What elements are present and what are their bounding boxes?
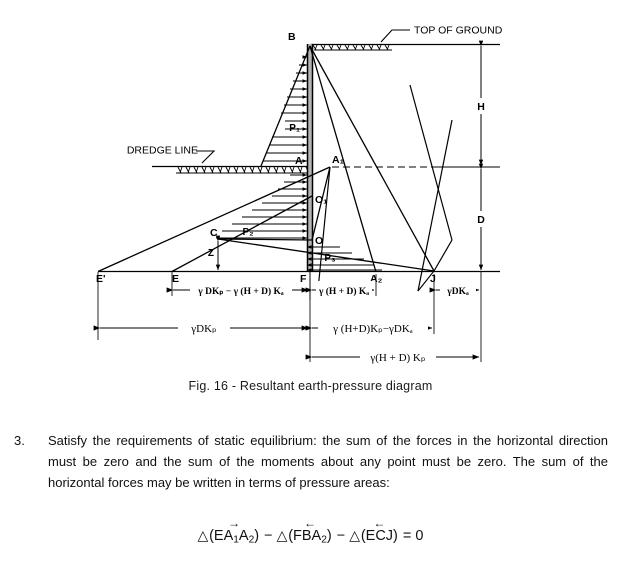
p1-envelope-edge <box>260 45 311 167</box>
dimension-row1-left-label: γ DKₚ − γ (H + D) Kₐ <box>197 286 284 297</box>
p2-pressure-arrows <box>216 173 308 240</box>
line-right-diagonal-b <box>417 119 453 292</box>
point-label-J: J <box>430 273 436 285</box>
line-Eprime-A1 <box>97 166 331 273</box>
numbered-paragraph-block: 3. Satisfy the requirements of static eq… <box>14 430 608 493</box>
dimension-H-label-bg <box>473 98 490 114</box>
line-C-O <box>217 238 313 241</box>
equation-term-1: →(EA1A2) <box>208 517 260 546</box>
dimension-row1-right-label: γDKₐ <box>446 287 469 297</box>
paragraph-text: Satisfy the requirements of static equil… <box>48 433 608 490</box>
equation-term-2-prefix: (FBA <box>288 528 322 544</box>
dimension-row3-label: γ(H + D) Kₚ <box>369 352 425 364</box>
equation-term-1-prefix: (EA <box>209 528 234 544</box>
arrow-over-term-3: ← <box>373 516 386 530</box>
line-A1-O <box>311 166 331 241</box>
point-label-O: O <box>315 235 323 247</box>
dimension-row3-bg <box>360 347 436 365</box>
p3-pressure-arrows <box>306 245 382 272</box>
dimension-D-label-bg <box>473 211 490 227</box>
point-label-A1: A₁ <box>332 154 344 166</box>
point-label-O1: O₁ <box>315 194 328 206</box>
point-label-F: F <box>300 273 307 285</box>
list-number: 3. <box>14 433 25 448</box>
line-right-diagonal-a <box>409 84 453 241</box>
arrow-over-term-1: → <box>228 516 241 530</box>
equation-term-2-suffix: ) <box>326 528 332 544</box>
p1-pressure-arrows <box>263 55 308 163</box>
triangle-symbol-2: △ <box>276 528 288 543</box>
equation-term-3-prefix: (ECJ) <box>360 528 398 544</box>
wall-body <box>307 44 313 272</box>
dimension-row1-mid-bg <box>316 281 372 298</box>
line-B-A2 <box>309 45 377 273</box>
equation-line: △→(EA1A2) − △←(FBA2) − △←(ECJ) = 0 <box>0 517 621 546</box>
line-B-J <box>309 45 435 272</box>
equation-term-1-sub2: 2 <box>248 534 255 546</box>
triangle-symbol-1: △ <box>197 528 209 543</box>
equation-term-1-suffix: ) <box>254 528 260 544</box>
line-J-lower <box>417 270 435 292</box>
equation-operator-2: − <box>336 528 346 544</box>
p2-label: P₂ <box>242 227 253 238</box>
dimension-row1-left-bg <box>190 281 292 298</box>
line-E-O1 <box>171 195 313 273</box>
point-label-E-prime: E' <box>96 273 106 285</box>
dimension-row2-right-bg <box>318 318 428 336</box>
dimension-H-label: H <box>477 101 485 113</box>
line-J-upper <box>433 239 453 272</box>
dimension-row2-left-bg <box>178 318 230 336</box>
equation-operator-1: − <box>264 528 273 544</box>
triangle-symbol-3: △ <box>349 528 360 543</box>
p1-label: P₁ <box>289 123 300 134</box>
top-ground-hatching <box>312 44 392 51</box>
dredge-line-label: DREDGE LINE <box>127 145 198 157</box>
point-label-E: E <box>172 273 179 285</box>
p3-label: P₃ <box>324 253 336 264</box>
equation-term-2-sub: 2 <box>321 534 327 546</box>
equation-equals: = 0 <box>402 528 424 544</box>
dimension-row1-mid-label: γ (H + D) Kₐ <box>318 286 369 297</box>
dimension-Z-label: Z <box>208 248 214 259</box>
top-of-ground-label: TOP OF GROUND <box>414 25 503 37</box>
dredge-line-leader <box>196 150 216 164</box>
equation-term-2: ←(FBA2) <box>287 517 333 546</box>
point-label-A: A <box>295 155 303 167</box>
diagram-svg: TOP OF GROUND DREDGE LINE <box>93 25 503 365</box>
arrow-over-term-2: ← <box>303 516 316 530</box>
dimension-row2-right-label: γ (H+D)Kₚ−γDKₐ <box>332 323 413 335</box>
figure-caption: Fig. 16 - Resultant earth-pressure diagr… <box>188 379 433 393</box>
earth-pressure-figure: TOP OF GROUND DREDGE LINE <box>93 25 503 365</box>
line-C-J <box>217 238 435 272</box>
point-label-B: B <box>288 31 296 43</box>
top-of-ground-leader <box>380 29 410 43</box>
equation-term-1-sub1: 1 <box>233 534 239 546</box>
point-label-C: C <box>210 227 218 239</box>
dredge-line-hatching <box>176 166 310 174</box>
dimension-row2-left-label: γDKₚ <box>190 323 217 335</box>
dimension-D-label: D <box>477 214 485 226</box>
dimension-row1-right-bg <box>440 281 476 298</box>
equation-term-3: ←(ECJ) <box>360 517 399 544</box>
equation-term-1-mid: A <box>238 528 249 544</box>
